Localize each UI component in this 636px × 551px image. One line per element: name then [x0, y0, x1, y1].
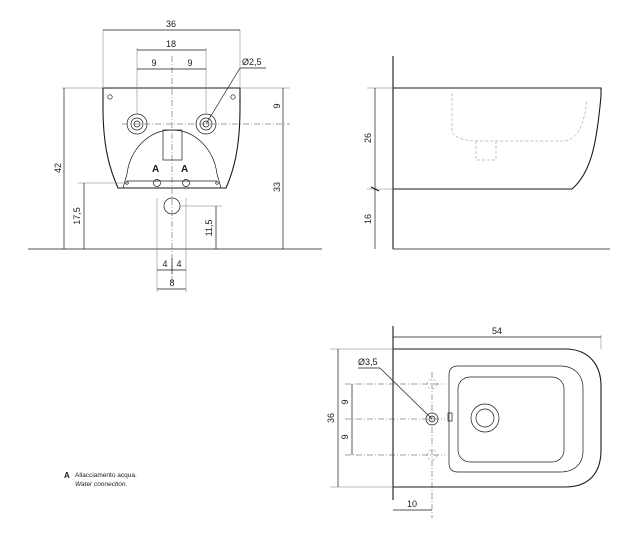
- side-hidden-basin: [451, 93, 588, 142]
- dim-drain-height-label: 11,5: [204, 220, 214, 237]
- dim-top-width: 36: [326, 348, 393, 488]
- dim-inlet-height-label: 17,5: [72, 207, 82, 225]
- top-basin: [457, 376, 565, 463]
- dim-top-halves: 9 9: [340, 384, 353, 455]
- dim-front-width: 36: [102, 19, 241, 88]
- small-mark-right: [215, 181, 219, 185]
- dim-top-wall-offset: 10: [393, 499, 432, 511]
- front-view: A A 36 18 9 9 Ø2,5: [28, 19, 322, 292]
- dim-top-offset-label: 9: [272, 103, 282, 108]
- front-body-outline: [102, 87, 241, 189]
- dim-inlet-right-label: 4: [176, 259, 181, 269]
- top-body-outline: [393, 348, 602, 488]
- dim-front-holes: 18: [136, 39, 207, 115]
- dim-fix-height-label: 33: [272, 182, 282, 192]
- label-a-right: A: [181, 164, 188, 175]
- dim-side-body-height-label: 26: [363, 133, 373, 143]
- corner-hole-left: [107, 94, 113, 100]
- side-view: 26 16: [363, 56, 610, 250]
- dim-top-offset: 9: [240, 87, 290, 124]
- legend: A Allacciamento acqua. Water connection.: [64, 471, 137, 488]
- dim-top-wall-offset-label: 10: [407, 499, 417, 509]
- water-connection-left: [153, 179, 161, 187]
- dim-front-height: 42: [53, 87, 103, 249]
- dim-drain-height: 11,5: [180, 205, 222, 249]
- top-bracket: [447, 412, 453, 422]
- corner-hole-right: [230, 94, 236, 100]
- dim-inlet-height: 17,5: [72, 182, 127, 249]
- label-a-left: A: [152, 164, 159, 175]
- dim-top-upper-half-label: 9: [340, 399, 350, 404]
- top-inner-rim: [448, 365, 584, 473]
- dim-inlet-left-label: 4: [162, 259, 167, 269]
- dim-hole-diameter-label: Ø2,5: [242, 57, 262, 67]
- front-drain-block: [162, 129, 183, 161]
- dim-top-hole-diameter: Ø3,5: [358, 357, 433, 420]
- dim-front-height-label: 42: [53, 163, 63, 173]
- dim-inlet-spacing: 4 4 8: [156, 198, 187, 292]
- side-body-outline: [393, 87, 602, 190]
- side-hidden-drain: [475, 141, 497, 161]
- dim-front-halves: 9 9: [137, 58, 206, 70]
- dim-top-length: 54: [393, 326, 602, 349]
- dim-hole-diameter: Ø2,5: [205, 57, 266, 125]
- top-drain-inner: [475, 408, 495, 428]
- dim-front-left-half-label: 9: [151, 58, 156, 68]
- water-connection-right: [182, 179, 190, 187]
- top-drain-outer: [470, 403, 500, 433]
- top-view: Ø3,5 54 36 9 9 10: [326, 326, 602, 518]
- dim-top-width-label: 36: [326, 413, 336, 423]
- legend-text-it: Allacciamento acqua.: [75, 472, 137, 479]
- legend-key: A: [64, 471, 70, 480]
- dim-top-hole-diameter-label: Ø3,5: [358, 357, 378, 367]
- dim-top-lower-half-label: 9: [340, 434, 350, 439]
- dim-front-holes-label: 18: [166, 39, 176, 49]
- dim-front-width-label: 36: [166, 19, 176, 29]
- dim-side-body-height: 26: [363, 87, 393, 192]
- legend-text-en: Water connection.: [75, 481, 127, 488]
- dim-top-length-label: 54: [492, 326, 502, 336]
- dim-front-right-half-label: 9: [187, 58, 192, 68]
- dim-side-floor-clearance: 16: [363, 189, 376, 249]
- dim-side-floor-clearance-label: 16: [363, 214, 373, 224]
- dim-inlet-spacing-label: 8: [169, 278, 174, 288]
- dim-fix-height: 33: [272, 124, 284, 249]
